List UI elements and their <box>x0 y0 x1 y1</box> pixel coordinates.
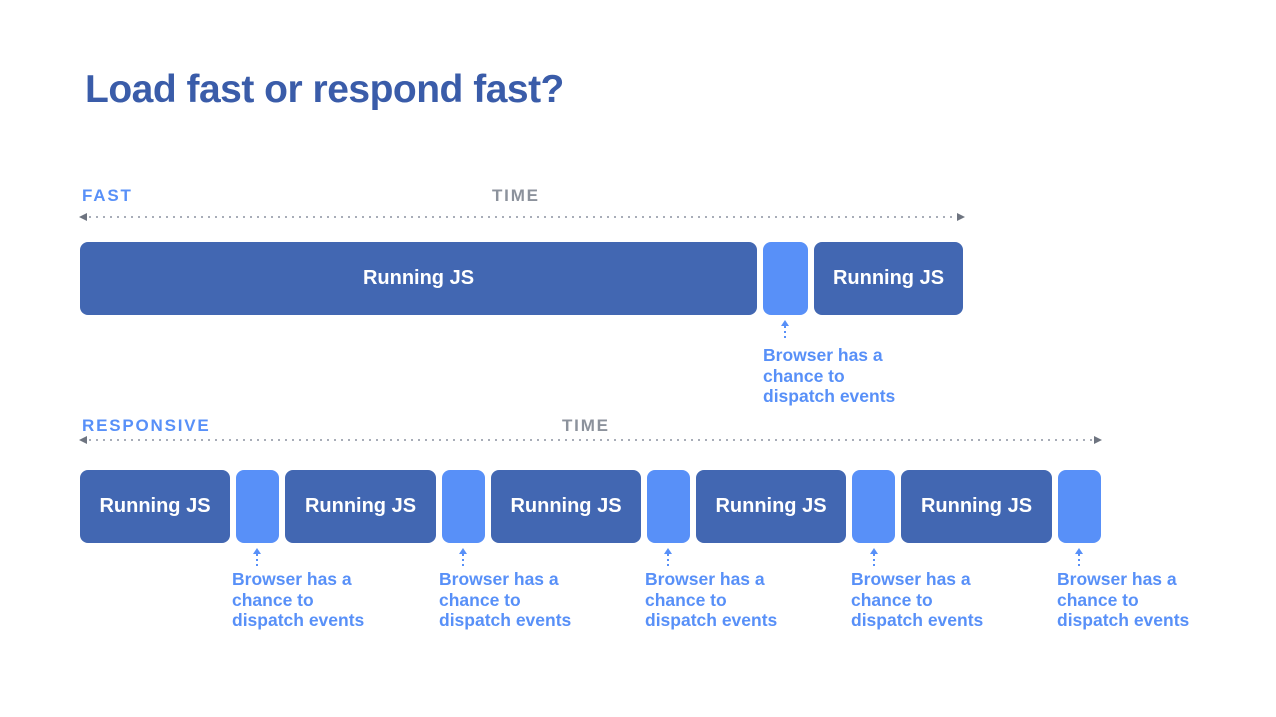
browser-gap-bar <box>442 470 485 543</box>
time-axis <box>79 213 965 221</box>
timeline-responsive-time-label: TIME <box>562 416 610 435</box>
running-js-bar: Running JS <box>285 470 436 543</box>
running-js-label: Running JS <box>304 495 417 517</box>
up-arrow-icon <box>252 548 262 568</box>
running-js-bar: Running JS <box>814 242 963 315</box>
running-js-label: Running JS <box>920 495 1033 517</box>
up-arrow-icon <box>869 548 879 568</box>
browser-gap-bar <box>763 242 808 315</box>
up-arrow-icon <box>780 320 790 340</box>
annotation: Browser has a chance to dispatch events <box>439 569 572 630</box>
browser-gap-bar <box>647 470 690 543</box>
axis-arrow-left-icon <box>79 436 87 444</box>
annotation: Browser has a chance to dispatch events <box>763 345 896 406</box>
running-js-label: Running JS <box>99 495 211 517</box>
timeline-fast-label: FAST <box>82 186 133 205</box>
annotation: Browser has a chance to dispatch events <box>1057 569 1190 630</box>
running-js-label: Running JS <box>362 267 475 289</box>
timeline-responsive-label: RESPONSIVE <box>82 416 211 435</box>
browser-gap-bar <box>236 470 279 543</box>
annotation: Browser has a chance to dispatch events <box>232 569 365 630</box>
browser-gap-bar <box>852 470 895 543</box>
axis-arrow-right-icon <box>1094 436 1102 444</box>
timeline-fast-time-label: TIME <box>492 186 540 205</box>
running-js-bar: Running JS <box>80 242 757 315</box>
browser-gap-bar <box>1058 470 1101 543</box>
running-js-label: Running JS <box>832 267 945 289</box>
annotation: Browser has a chance to dispatch events <box>645 569 778 630</box>
page-title: Load fast or respond fast? <box>85 68 564 111</box>
running-js-bar: Running JS <box>901 470 1052 543</box>
up-arrow-icon <box>1074 548 1084 568</box>
running-js-bar: Running JS <box>696 470 846 543</box>
running-js-label: Running JS <box>510 495 622 517</box>
annotation: Browser has a chance to dispatch events <box>851 569 984 630</box>
axis-arrow-right-icon <box>957 213 965 221</box>
axis-arrow-left-icon <box>79 213 87 221</box>
time-axis <box>79 436 1102 444</box>
running-js-bar: Running JS <box>80 470 230 543</box>
up-arrow-icon <box>663 548 673 568</box>
running-js-label: Running JS <box>715 495 827 517</box>
up-arrow-icon <box>458 548 468 568</box>
running-js-bar: Running JS <box>491 470 641 543</box>
